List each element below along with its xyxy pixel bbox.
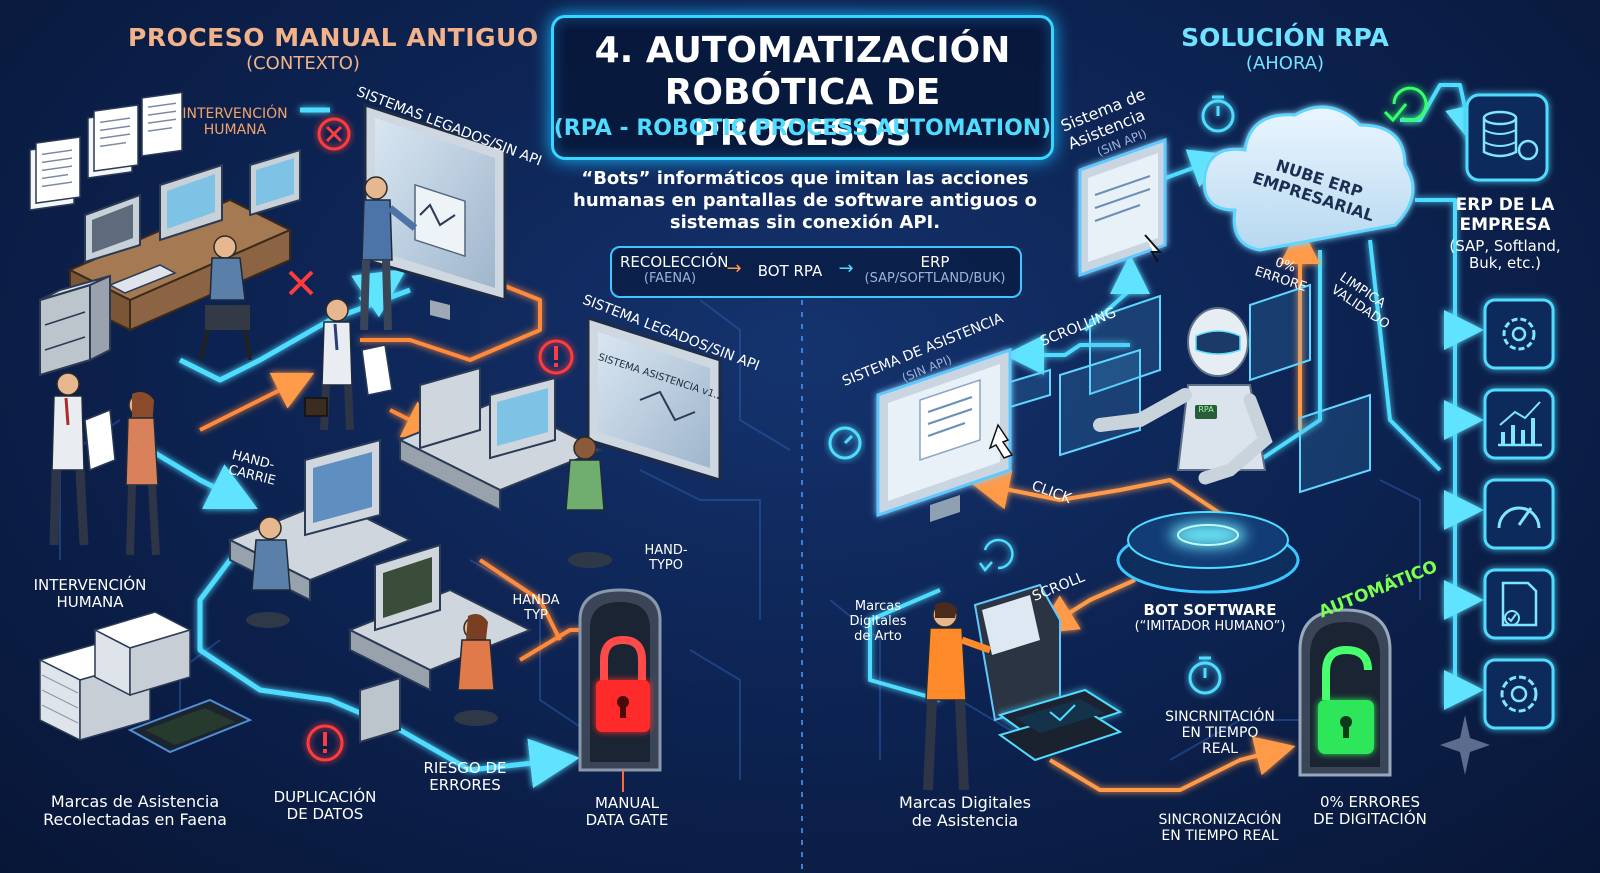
stopwatch-icon-bottom bbox=[1188, 656, 1222, 695]
stopwatch-icon-left bbox=[828, 426, 862, 460]
flow-arrow-1: → bbox=[726, 258, 742, 279]
workers-handoff-figures bbox=[49, 372, 160, 556]
rpa-robot-figure bbox=[1093, 307, 1273, 485]
digital-attendance-device bbox=[997, 688, 1123, 762]
left-section-heading: PROCESO MANUAL ANTIGUO bbox=[128, 23, 539, 52]
document-stack-icon bbox=[29, 91, 183, 211]
flow-arrow-2: → bbox=[838, 258, 854, 279]
label-marcas-digitales: Marcas Digitales de Asistencia bbox=[899, 793, 1031, 831]
label-handa-typ: HANDA TYP bbox=[512, 593, 560, 623]
label-riesgo: RIESGO DE ERRORES bbox=[423, 759, 507, 795]
rpa-flow-path-orange bbox=[969, 224, 1320, 792]
attendance-kiosk-figure bbox=[923, 583, 1061, 791]
legacy-system-monitor-top bbox=[363, 102, 507, 320]
attendance-system-monitor-mid bbox=[876, 347, 1014, 522]
right-section-subheading: (AHORA) bbox=[1245, 53, 1325, 74]
legacy-system-monitor-mid bbox=[586, 315, 722, 483]
analytics-chart-icon bbox=[1483, 388, 1555, 460]
manual-flow-path-cyan bbox=[148, 107, 580, 789]
settings-gear-icon bbox=[1483, 298, 1555, 370]
error-x-icon bbox=[317, 117, 351, 151]
label-marcas-faena: Marcas de Asistencia Recolectadas en Fae… bbox=[43, 792, 227, 830]
refresh-icon bbox=[978, 538, 1014, 573]
manual-data-gate-lock bbox=[578, 588, 662, 792]
flow-step-erp-sub: (SAP/SOFTLAND/BUK) bbox=[864, 271, 1006, 286]
filing-cabinet-icon bbox=[39, 274, 111, 377]
label-marcas-arto: Marcas Digitales de Arto bbox=[849, 599, 907, 644]
label-bot-sub: (“IMITADOR HUMANO”) bbox=[1134, 619, 1286, 634]
label-duplicacion: DUPLICACIÓN DE DATOS bbox=[273, 788, 377, 824]
office-desk-illustration bbox=[67, 148, 301, 361]
sparkle-icon bbox=[1440, 715, 1490, 775]
label-hand-typo: HAND- TYPO bbox=[644, 543, 688, 573]
warning-alert-icon bbox=[538, 339, 574, 375]
flow-step-bot-rpa: BOT RPA bbox=[757, 262, 823, 280]
flow-step-recoleccion-sub: (FAENA) bbox=[643, 271, 697, 286]
robot-badge-label: RPA bbox=[1198, 405, 1214, 414]
process-flow-box bbox=[610, 246, 1022, 298]
label-manual-gate: MANUAL DATA GATE bbox=[585, 794, 669, 830]
target-gear-icon bbox=[1483, 658, 1555, 730]
automatic-gate-lock bbox=[1298, 608, 1392, 777]
document-check-icon bbox=[1483, 568, 1555, 640]
tablet-device-icon bbox=[127, 698, 253, 754]
page-description: “Bots” informáticos que imitan las accio… bbox=[573, 168, 1037, 233]
label-sincronizacion-a: SINCRNITACIÓN EN TIEMPO REAL bbox=[1165, 709, 1275, 758]
attendance-system-monitor-top bbox=[1078, 137, 1167, 278]
page-title-line2: ROBÓTICA DE PROCESOS bbox=[664, 72, 941, 154]
erp-cloud-icon bbox=[1202, 105, 1415, 252]
page-title-subtitle: (RPA - ROBOTIC PROCESS AUTOMATION) bbox=[553, 116, 1052, 141]
performance-gauge-icon bbox=[1483, 478, 1555, 550]
page-title-line1: 4. AUTOMATIZACIÓN bbox=[594, 30, 1011, 71]
worker-pointing-figure bbox=[360, 176, 418, 331]
hologram-platform bbox=[1116, 511, 1300, 594]
duplication-warning-icon bbox=[306, 724, 344, 762]
label-bot-software: BOT SOFTWARE bbox=[1143, 601, 1277, 619]
paper-piles-icon bbox=[37, 611, 192, 742]
red-cross-icon bbox=[288, 270, 314, 296]
sync-check-icon bbox=[1383, 86, 1428, 123]
label-cero-errores: 0% ERRORES DE DIGITACIÓN bbox=[1313, 793, 1427, 829]
label-intervencion-left: INTERVENCIÓN HUMANA bbox=[33, 576, 147, 612]
flow-step-erp: ERP bbox=[920, 253, 950, 271]
label-erp-title: ERP DE LA EMPRESA bbox=[1455, 195, 1555, 235]
hologram-panels bbox=[999, 283, 1371, 494]
flow-step-recoleccion: RECOLECCIÓN bbox=[620, 253, 729, 271]
label-intervencion-top: INTERVENCIÓN HUMANA bbox=[182, 106, 288, 139]
erp-database-icon bbox=[1465, 93, 1549, 182]
right-section-heading: SOLUCIÓN RPA bbox=[1181, 23, 1389, 52]
stopwatch-icon-top bbox=[1201, 95, 1235, 133]
worker-with-briefcase-figure bbox=[304, 298, 393, 431]
left-section-subheading: (CONTEXTO) bbox=[246, 53, 360, 74]
title-panel bbox=[551, 15, 1054, 160]
label-erp-sub: (SAP, Softland, Buk, etc.) bbox=[1449, 237, 1561, 273]
office-workstations-illustration bbox=[227, 366, 612, 744]
label-sincronizacion-b: SINCRONIZACIÓN EN TIEMPO REAL bbox=[1158, 812, 1282, 845]
